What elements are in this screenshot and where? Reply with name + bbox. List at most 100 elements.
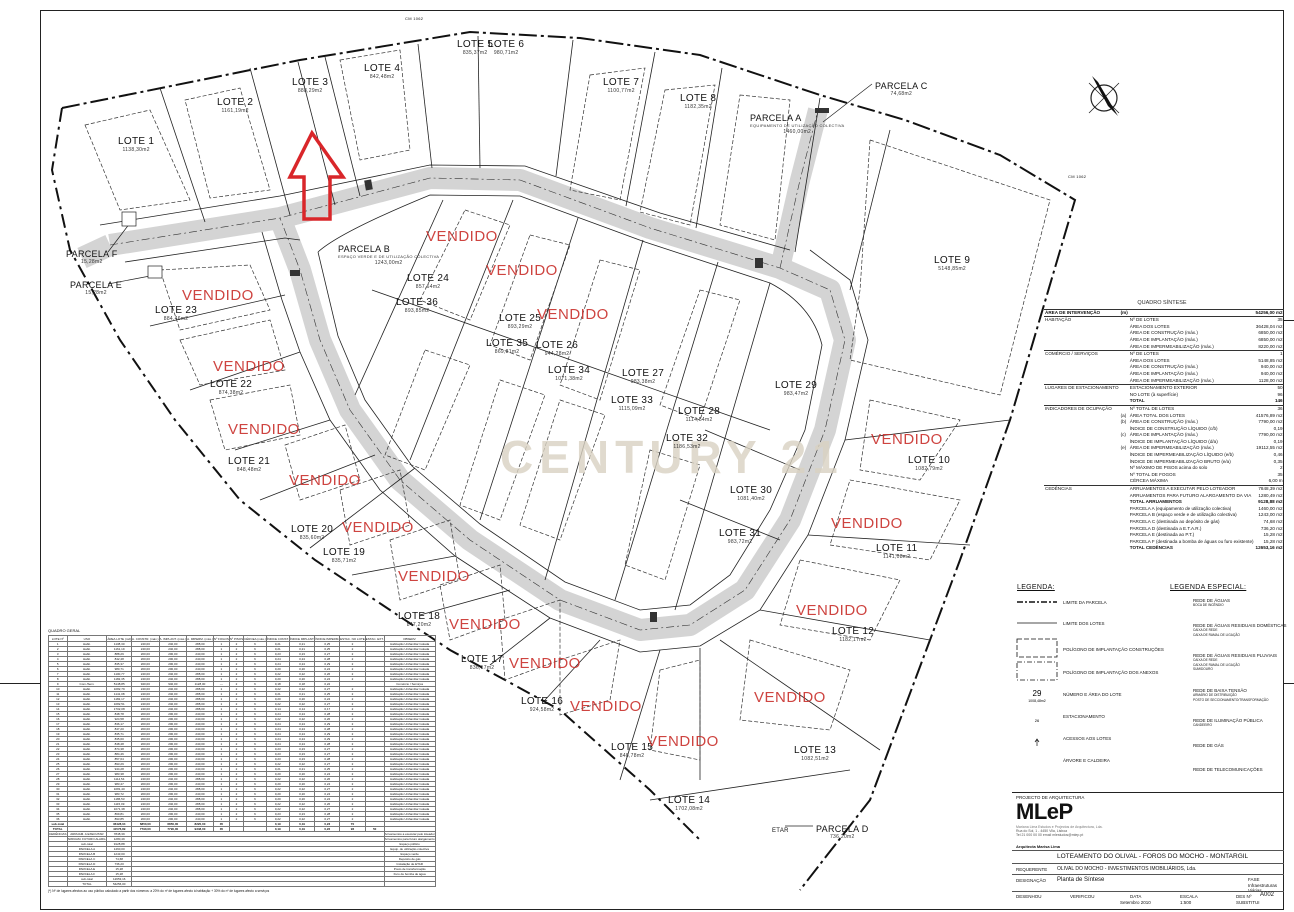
summary-value: 146 [1274,398,1283,404]
lot-name: LOTE 30 [730,485,773,496]
summary-group [1044,413,1120,420]
summary-group [1044,532,1120,539]
sold-marker: VENDIDO [537,306,609,323]
summary-group: COMÉRCIO / SERVIÇOS [1044,350,1120,358]
table-cell: Habitação Unifamiliar Isolada [383,711,436,717]
sold-marker: VENDIDO [831,515,903,532]
legend-symbols: 29 1008,48m2 26 [1016,601,1058,746]
parcel-area: 74,68m2 [890,91,913,97]
summary-label: ARRUAMENTOS PARA FUTURO ALARGAMENTO DA V… [1129,492,1252,498]
summary-value: 6850,00 m2 [1258,330,1283,336]
summary-label: TOTAL CEDÊNCIAS [1129,545,1173,551]
summary-row: PARCELA A (equipamento de utilização col… [1044,506,1284,513]
scale-label: ESCALA [1180,894,1198,899]
summary-group [1044,337,1120,344]
summary-prefix [1120,459,1129,466]
summary-value: 940,00 m2 [1260,370,1283,376]
lot-area: 835,71m2 [331,558,357,564]
summary-value: 15,28 m2 [1263,532,1283,538]
summary-row: PARCELA C (destinada ao depósito de gás)… [1044,519,1284,526]
summary-prefix [1120,512,1129,519]
parcel-name: PARCELA B [338,244,391,254]
summary-prefix [1120,506,1129,513]
scale: 1:500 [1180,900,1192,905]
lot-name: LOTE 11 [876,543,918,554]
table-cell: Habitação Unifamiliar Isolada [383,656,436,662]
lot-area: 1182,35m2 [684,104,712,110]
road-label-right: CM 1062 [1068,174,1087,179]
lot-name: LOTE 1 [118,136,155,147]
table-cell: ARRUAM. A EXECUTAR [66,831,108,837]
summary-label: NO LOTE (à superfície) [1129,391,1179,397]
summary-row: ÍNDICE DE IMPERMEABILIZAÇÃO BRUTO (e/a)0… [1044,459,1284,466]
sold-marker: VENDIDO [647,733,719,750]
summary-value: 19112,55 m2 [1256,445,1283,451]
summary-prefix [1120,493,1129,500]
summary-prefix: (b) [1120,419,1127,425]
summary-prefix [1120,532,1129,539]
summary-value: 35 [1277,471,1283,477]
lot-area: 983,72m2 [727,539,753,545]
legend-item: LIMITE DOS LOTES [1063,621,1105,626]
road-label-top: CM 1062 [405,16,424,21]
lot-name: LOTE 15 [611,742,654,753]
table-cell: Habitação Unifamiliar Isolada [383,776,436,782]
summary-row: PARCELA D (destinada a E.T.A.R.)736,20 m… [1044,526,1284,533]
lot-area: 1702,08m2 [675,806,703,812]
table-cell: Habitação Unifamiliar Isolada [383,801,436,807]
parcel-area: 1460,00m2 [783,129,812,135]
summary-label: Nº DE LOTES [1128,350,1255,358]
table-cell: Habitação Unifamiliar Isolada [383,796,436,802]
sheet-label: DES Nº [1236,894,1252,899]
lot-area: 848,78m2 [619,753,645,759]
legend-special-sub: CAIXA DE REDE [1193,658,1218,662]
summary-label: PARCELA B (espaço verde e de utilização … [1129,512,1237,518]
table-cell: Habitação Unifamiliar Isolada [383,786,436,792]
legend-title: LEGENDA: [1017,584,1055,591]
table-cell: Habitação Unifamiliar Isolada [383,746,436,752]
summary-label: ÁREA DOS LOTES [1129,357,1170,363]
summary-value: 0,46 [1273,452,1283,458]
summary-prefix [1120,499,1129,506]
summary-group: INDICADORES DE OCUPAÇÃO [1044,404,1120,413]
summary-prefix: (a) [1120,412,1127,418]
lot-name: LOTE 2 [217,97,254,108]
legend: LEGENDA: LEGENDA ESPECIAL: 29 1008,48m2 … [1015,584,1287,784]
summary-prefix [1120,364,1129,371]
lot-area: 848,48m2 [236,467,262,473]
summary-group: HABITAÇÃO [1044,316,1120,324]
summary-label: ÁREA DE IMPLANTAÇÃO (máx.) [1129,336,1198,342]
firm-name: Mariana Lima Estudos e Projectos de Arqu… [1016,825,1103,829]
table-cell: ARRUAM. FUTURO ALARG. [66,836,108,842]
summary-value: 36 [1254,404,1284,413]
table-cell: Habitação Unifamiliar Isolada [383,716,436,722]
drawing-label: DESIGNAÇÃO [1016,878,1047,883]
lot-name: LOTE 22 [210,379,253,390]
summary-value: 5148,85 m2 [1258,357,1283,363]
summary-group [1044,459,1120,466]
sold-marker: VENDIDO [213,358,285,375]
summary-group [1044,539,1120,546]
summary-value: 7848,39 m2 [1254,485,1284,493]
legend-special-sub: CAIXA DE RAMAL DE LIGAÇÃO [1193,632,1240,637]
lot-name: LOTE 36 [396,297,439,308]
sold-marker: VENDIDO [182,287,254,304]
table-cell: Habitação Unifamiliar Isolada [383,706,436,712]
trim-mark [1284,683,1294,684]
summary-row: NO LOTE (à superfície)96 [1044,392,1284,399]
summary-value: 940,00 m2 [1260,364,1283,370]
summary-group [1044,426,1120,433]
